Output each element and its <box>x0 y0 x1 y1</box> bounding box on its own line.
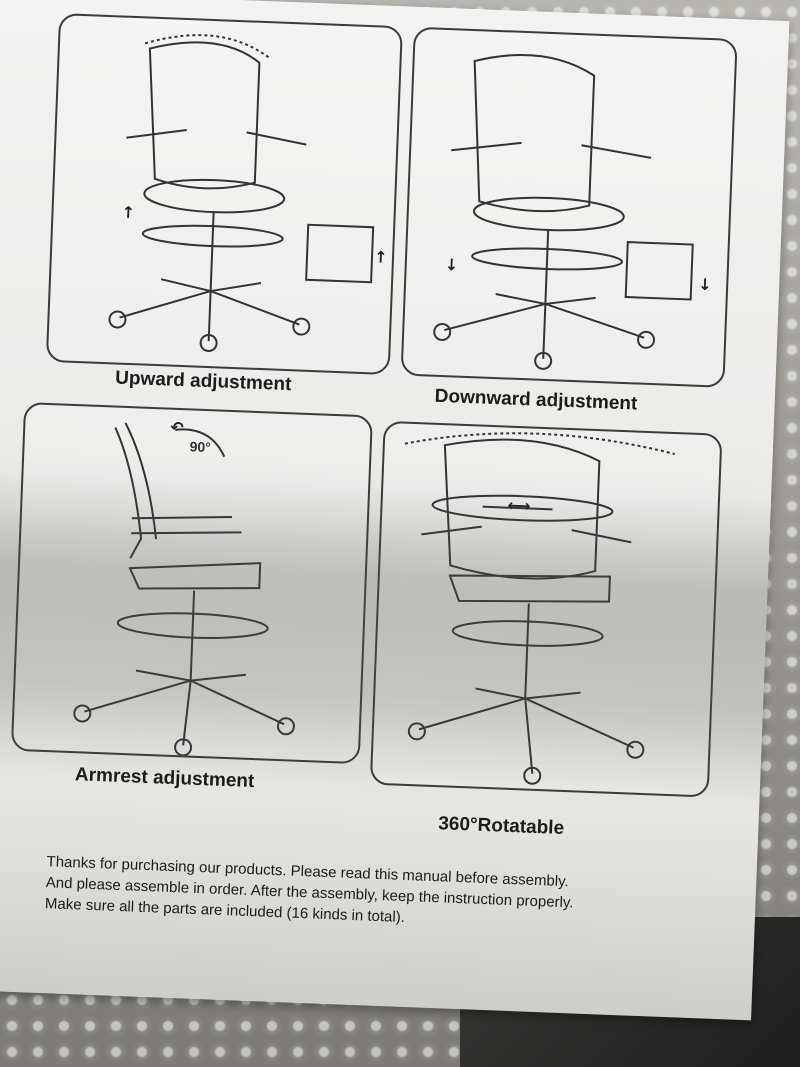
down-arrow-icon: ↓ <box>444 255 459 275</box>
caption-upward-adjustment: Upward adjustment <box>114 367 292 396</box>
chair-illustration-icon <box>404 432 675 785</box>
rotate-arrow-icon: ↶ <box>169 417 185 438</box>
chair-illustration-icon <box>433 53 694 370</box>
chair-illustration-icon <box>108 34 375 353</box>
angle-label: 90° <box>189 438 212 456</box>
manual-page: ↑ ↑ Upward adjustment ↓ ↓ Downward adjus… <box>0 0 790 1021</box>
intro-text: Thanks for purchasing our products. Plea… <box>45 851 647 937</box>
panel-downward-adjustment: ↓ ↓ <box>400 26 738 388</box>
up-arrow-icon: ↑ <box>373 247 388 267</box>
rotate-both-arrow-icon: ⟷ <box>507 495 531 516</box>
caption-downward-adjustment: Downward adjustment <box>434 385 638 415</box>
caption-armrest-adjustment: Armrest adjustment <box>74 764 255 793</box>
chair-illustration-icon <box>73 422 295 757</box>
panel-armrest-adjustment: ↶ 90° <box>10 402 373 765</box>
panel-360-rotatable: ⟷ <box>369 420 723 798</box>
caption-360-rotatable: 360°Rotatable <box>437 813 565 840</box>
panel-upward-adjustment: ↑ ↑ <box>45 13 403 376</box>
down-arrow-icon: ↓ <box>697 274 712 295</box>
up-arrow-icon: ↑ <box>121 202 136 223</box>
